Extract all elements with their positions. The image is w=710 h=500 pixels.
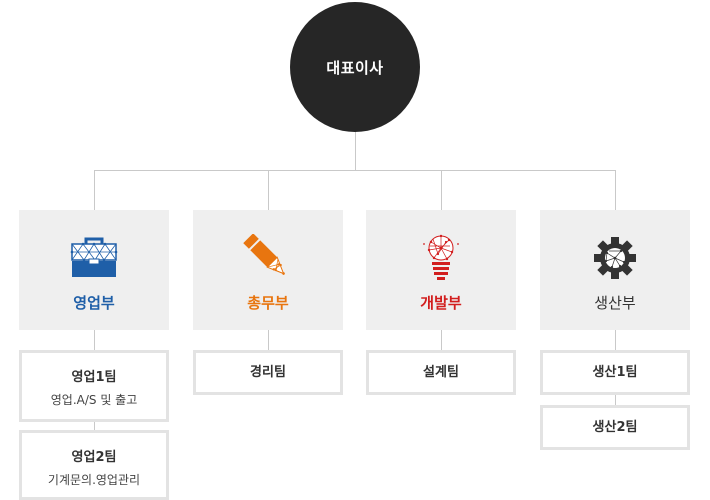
team-name: 경리팀	[250, 365, 286, 380]
dept-sales-label: 영업부	[73, 294, 115, 312]
team-name: 설계팀	[423, 365, 459, 380]
dept-prod: 생산부	[540, 210, 690, 330]
dept-connector-dev	[441, 170, 442, 210]
team-connector-admin	[268, 330, 269, 350]
dept-dev-label: 개발부	[420, 294, 462, 312]
team-connector-dev	[441, 330, 442, 350]
toolbox-icon	[70, 237, 118, 277]
ceo-connector	[355, 132, 356, 170]
team-desc: 영업.A/S 및 출고	[50, 393, 138, 407]
team-admin-accounting: 경리팀	[193, 350, 343, 395]
team-prod-2: 생산2팀	[540, 405, 690, 450]
dept-connector-sales	[94, 170, 95, 210]
dept-dev: 개발부	[366, 210, 516, 330]
ceo-node: 대표이사	[290, 2, 420, 132]
dept-connector-admin	[268, 170, 269, 210]
dept-sales: 영업부	[19, 210, 169, 330]
team-sales-1: 영업1팀 영업.A/S 및 출고	[19, 350, 169, 422]
pencil-icon	[243, 234, 285, 275]
dept-connector-prod	[615, 170, 616, 210]
dept-bus-line	[94, 170, 616, 171]
team-name: 생산2팀	[592, 420, 638, 435]
team-desc: 기계문의.영업관리	[47, 473, 141, 487]
team-sales-2: 영업2팀 기계문의.영업관리	[19, 430, 169, 500]
team-prod-1: 생산1팀	[540, 350, 690, 395]
gear-icon	[594, 237, 636, 279]
team-name: 영업2팀	[71, 450, 117, 465]
lightbulb-icon	[423, 234, 459, 280]
dept-admin: 총무부	[193, 210, 343, 330]
ceo-label: 대표이사	[326, 58, 384, 77]
team-dev-design: 설계팀	[366, 350, 516, 395]
team-name: 생산1팀	[592, 365, 638, 380]
dept-prod-label: 생산부	[594, 294, 636, 312]
dept-admin-label: 총무부	[247, 294, 289, 312]
team-name: 영업1팀	[71, 370, 117, 385]
